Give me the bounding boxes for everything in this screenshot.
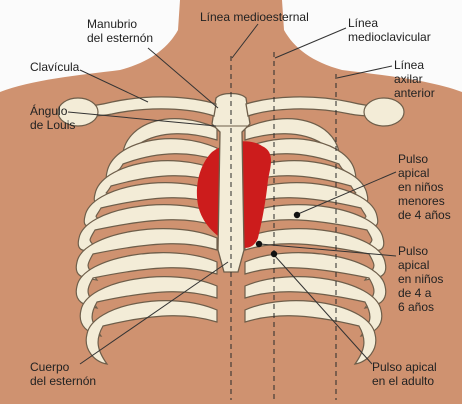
label-linea-axilar-anterior: Línea axilar anterior [394, 58, 435, 100]
label-linea-medioclavicular: Línea medioclavicular [348, 16, 431, 44]
label-angulo-louis: Ángulo de Louis [30, 104, 75, 132]
label-manubrio: Manubrio del esternón [87, 17, 153, 45]
apical-pulse-dot-child-4-6 [256, 241, 262, 247]
label-linea-medioesternal: Línea medioesternal [200, 10, 309, 24]
label-cuerpo-esternon: Cuerpo del esternón [30, 360, 96, 388]
shoulder-right [364, 98, 404, 126]
label-clavicula: Clavícula [30, 60, 79, 74]
apical-pulse-dot-young-child [294, 212, 300, 218]
label-pulso-apical-4-a-6: Pulso apical en niños de 4 a 6 años [398, 244, 443, 314]
label-pulso-apical-menores-4: Pulso apical en niños menores de 4 años [398, 152, 451, 222]
label-pulso-apical-adulto: Pulso apical en el adulto [372, 360, 437, 388]
apical-pulse-dot-child-4-6-b [271, 251, 277, 257]
